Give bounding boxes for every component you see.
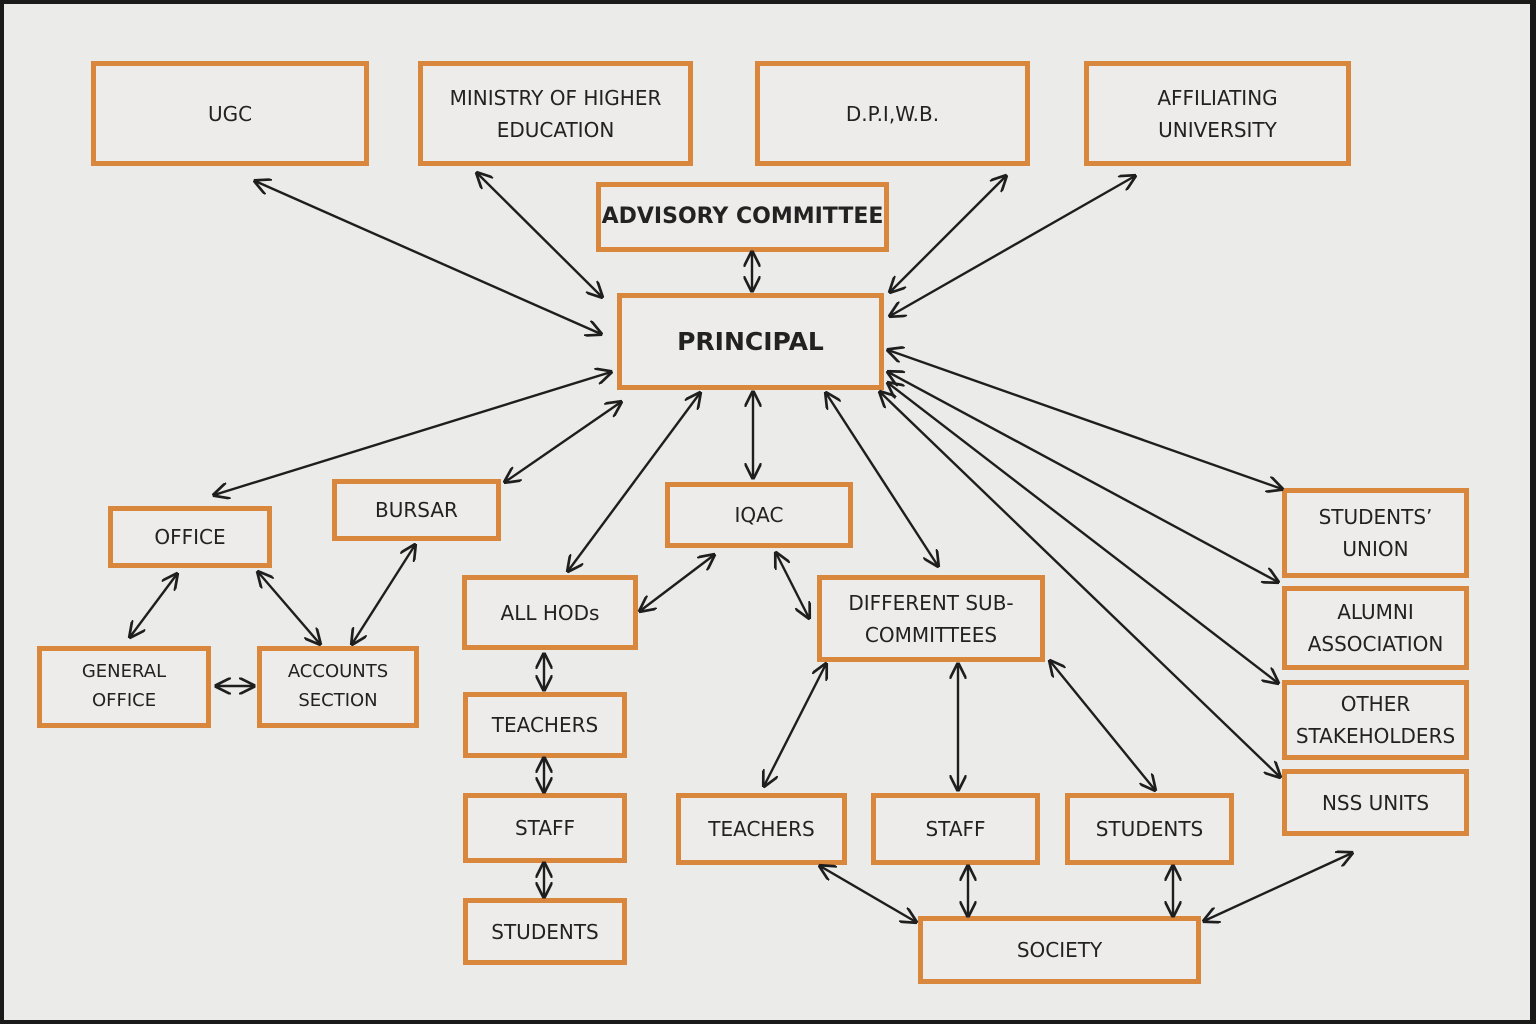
node-all-hods: ALL HODs — [462, 575, 638, 650]
node-ministry: MINISTRY OF HIGHER EDUCATION — [418, 61, 693, 166]
node-general-office: GENERAL OFFICE — [37, 646, 211, 728]
node-office: OFFICE — [108, 506, 272, 568]
node-principal: PRINCIPAL — [617, 293, 884, 390]
node-other-stakeholders: OTHER STAKEHOLDERS — [1282, 680, 1469, 760]
node-alumni-association: ALUMNI ASSOCIATION — [1282, 586, 1469, 670]
node-dpi: D.P.I,W.B. — [755, 61, 1030, 166]
node-accounts-section: ACCOUNTS SECTION — [257, 646, 419, 728]
node-ugc: UGC — [91, 61, 369, 166]
node-staff-left: STAFF — [463, 793, 627, 863]
node-advisory-committee: ADVISORY COMMITTEE — [596, 182, 889, 252]
node-bursar: BURSAR — [332, 479, 501, 541]
node-students-left: STUDENTS — [463, 898, 627, 965]
node-iqac: IQAC — [665, 482, 853, 548]
node-sub-committees: DIFFERENT SUB- COMMITTEES — [817, 575, 1045, 662]
node-teachers-right: TEACHERS — [676, 793, 847, 865]
node-society: SOCIETY — [918, 916, 1201, 984]
node-students-right: STUDENTS — [1065, 793, 1234, 865]
node-affiliating-university: AFFILIATING UNIVERSITY — [1084, 61, 1351, 166]
node-staff-right: STAFF — [871, 793, 1040, 865]
node-nss-units: NSS UNITS — [1282, 769, 1469, 836]
node-teachers-left: TEACHERS — [463, 692, 627, 758]
node-students-union: STUDENTS’ UNION — [1282, 488, 1469, 578]
